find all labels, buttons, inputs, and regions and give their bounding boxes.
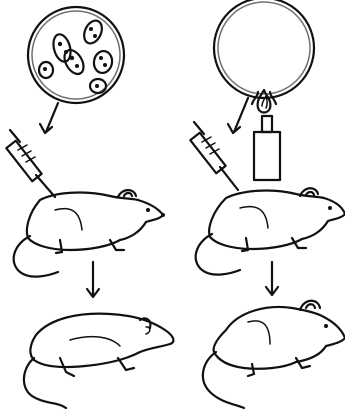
right-syringe-icon (190, 122, 238, 190)
right-panel (190, 0, 345, 408)
left-syringe-icon (6, 130, 55, 197)
left-arrow-down-icon (87, 262, 99, 297)
left-mouse-icon (14, 190, 165, 276)
burner-icon (254, 116, 280, 180)
right-arrow-down-icon (266, 262, 278, 295)
left-magnifier-lens-icon (28, 7, 124, 103)
right-arrow-lens-icon (228, 98, 248, 133)
left-panel (6, 7, 173, 408)
right-mouse-icon (196, 188, 345, 274)
bacteria-cells-icon (39, 18, 114, 93)
right-live-mouse-icon (203, 301, 345, 408)
left-arrow-lens-icon (40, 103, 58, 133)
right-magnifier-lens-icon (214, 0, 314, 98)
left-dead-mouse-icon (24, 314, 173, 408)
